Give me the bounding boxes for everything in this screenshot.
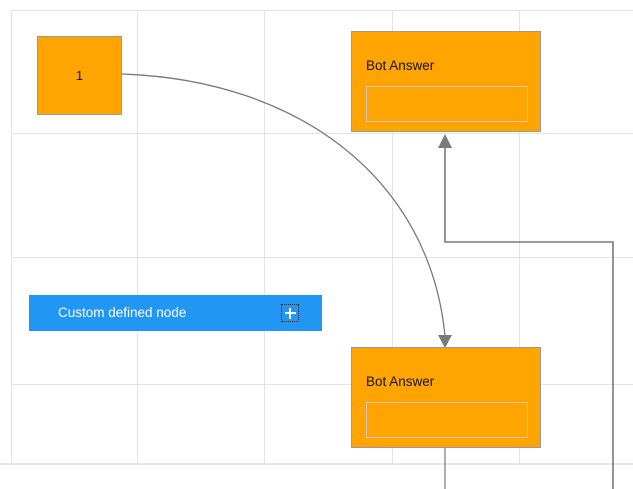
grid-line-vertical-0 [11,10,12,463]
node-label: 1 [75,68,84,83]
bot-answer-text-slot[interactable] [366,86,528,122]
plus-icon-vertical-bar [289,307,291,319]
grid-line-vertical-2 [264,10,265,463]
node-title: Bot Answer [366,374,435,389]
grid-line-horizontal-0 [11,10,633,11]
grid-line-horizontal-3 [11,384,633,385]
custom-defined-node-label: Custom defined node [58,305,187,321]
custom-defined-node-bar[interactable]: Custom defined node [29,295,322,331]
grid-line-vertical-1 [137,10,138,463]
node-bot-answer-bottom[interactable]: Bot Answer [351,347,541,448]
bot-answer-text-slot[interactable] [366,402,528,438]
grid-bottom-rule [0,463,633,465]
node-bot-answer-top[interactable]: Bot Answer [351,31,541,132]
grid-line-horizontal-2 [11,257,633,258]
node-start-1[interactable]: 1 [37,36,122,115]
node-title: Bot Answer [366,58,435,73]
plus-icon[interactable] [281,304,299,322]
grid-line-horizontal-1 [11,133,633,134]
arrowhead-up-icon [438,134,452,148]
